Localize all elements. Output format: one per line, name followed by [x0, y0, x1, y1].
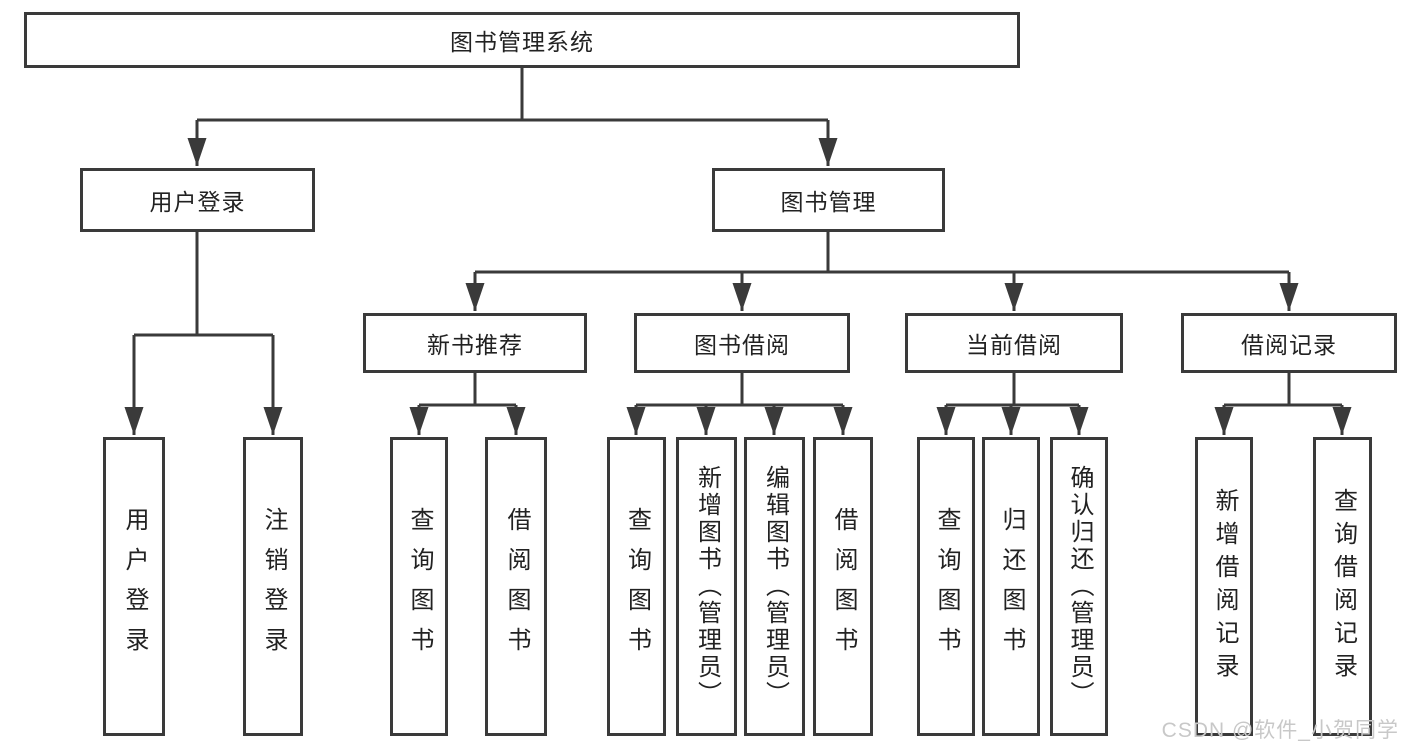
node-label: 归还图书: [998, 506, 1025, 667]
node-book-borrowing: 图书借阅: [634, 313, 850, 373]
node-label: 查询图书: [623, 506, 651, 667]
node-label: 新增图书（管理员）: [693, 465, 721, 708]
node-label: 确认归还（管理员）: [1066, 465, 1093, 708]
node-leaf-logout: 注销登录: [243, 437, 303, 736]
node-label: 当前借阅: [966, 332, 1062, 358]
node-label: 编辑图书（管理员）: [761, 465, 789, 708]
node-label: 查询借阅记录: [1329, 487, 1357, 686]
node-label: 注销登录: [260, 506, 287, 667]
csdn-watermark: CSDN @软件_小贺同学: [1161, 719, 1399, 742]
node-book-management: 图书管理: [712, 168, 945, 232]
node-label: 图书借阅: [694, 332, 790, 358]
node-leaf-query-books-2: 查询图书: [607, 437, 666, 736]
node-leaf-confirm-return-admin: 确认归还（管理员）: [1050, 437, 1108, 736]
node-leaf-query-books-3: 查询图书: [917, 437, 975, 736]
node-leaf-add-borrow-record: 新增借阅记录: [1195, 437, 1253, 736]
node-label: 查询图书: [933, 506, 960, 667]
node-label: 借阅图书: [503, 506, 530, 667]
node-label: 新书推荐: [427, 332, 523, 358]
node-leaf-add-books-admin: 新增图书（管理员）: [676, 437, 737, 736]
node-borrowing-records: 借阅记录: [1181, 313, 1397, 373]
node-leaf-query-borrow-record: 查询借阅记录: [1313, 437, 1372, 736]
node-current-borrowing: 当前借阅: [905, 313, 1123, 373]
node-label: 图书管理系统: [450, 29, 594, 55]
node-leaf-query-books-1: 查询图书: [390, 437, 448, 736]
node-leaf-borrow-books-2: 借阅图书: [813, 437, 873, 736]
node-leaf-borrow-books-1: 借阅图书: [485, 437, 547, 736]
node-leaf-return-books: 归还图书: [982, 437, 1040, 736]
node-leaf-edit-books-admin: 编辑图书（管理员）: [744, 437, 805, 736]
node-leaf-user-login: 用户登录: [103, 437, 165, 736]
node-label: 图书管理: [780, 189, 877, 215]
node-new-book-recommend: 新书推荐: [363, 313, 587, 373]
node-label: 用户登录: [121, 506, 148, 667]
node-label: 用户登录: [149, 189, 246, 215]
node-label: 借阅图书: [830, 506, 857, 667]
node-label: 查询图书: [406, 506, 433, 667]
node-book-management-system: 图书管理系统: [24, 12, 1020, 68]
node-label: 新增借阅记录: [1211, 487, 1238, 686]
node-user-login: 用户登录: [80, 168, 315, 232]
node-label: 借阅记录: [1241, 332, 1337, 358]
